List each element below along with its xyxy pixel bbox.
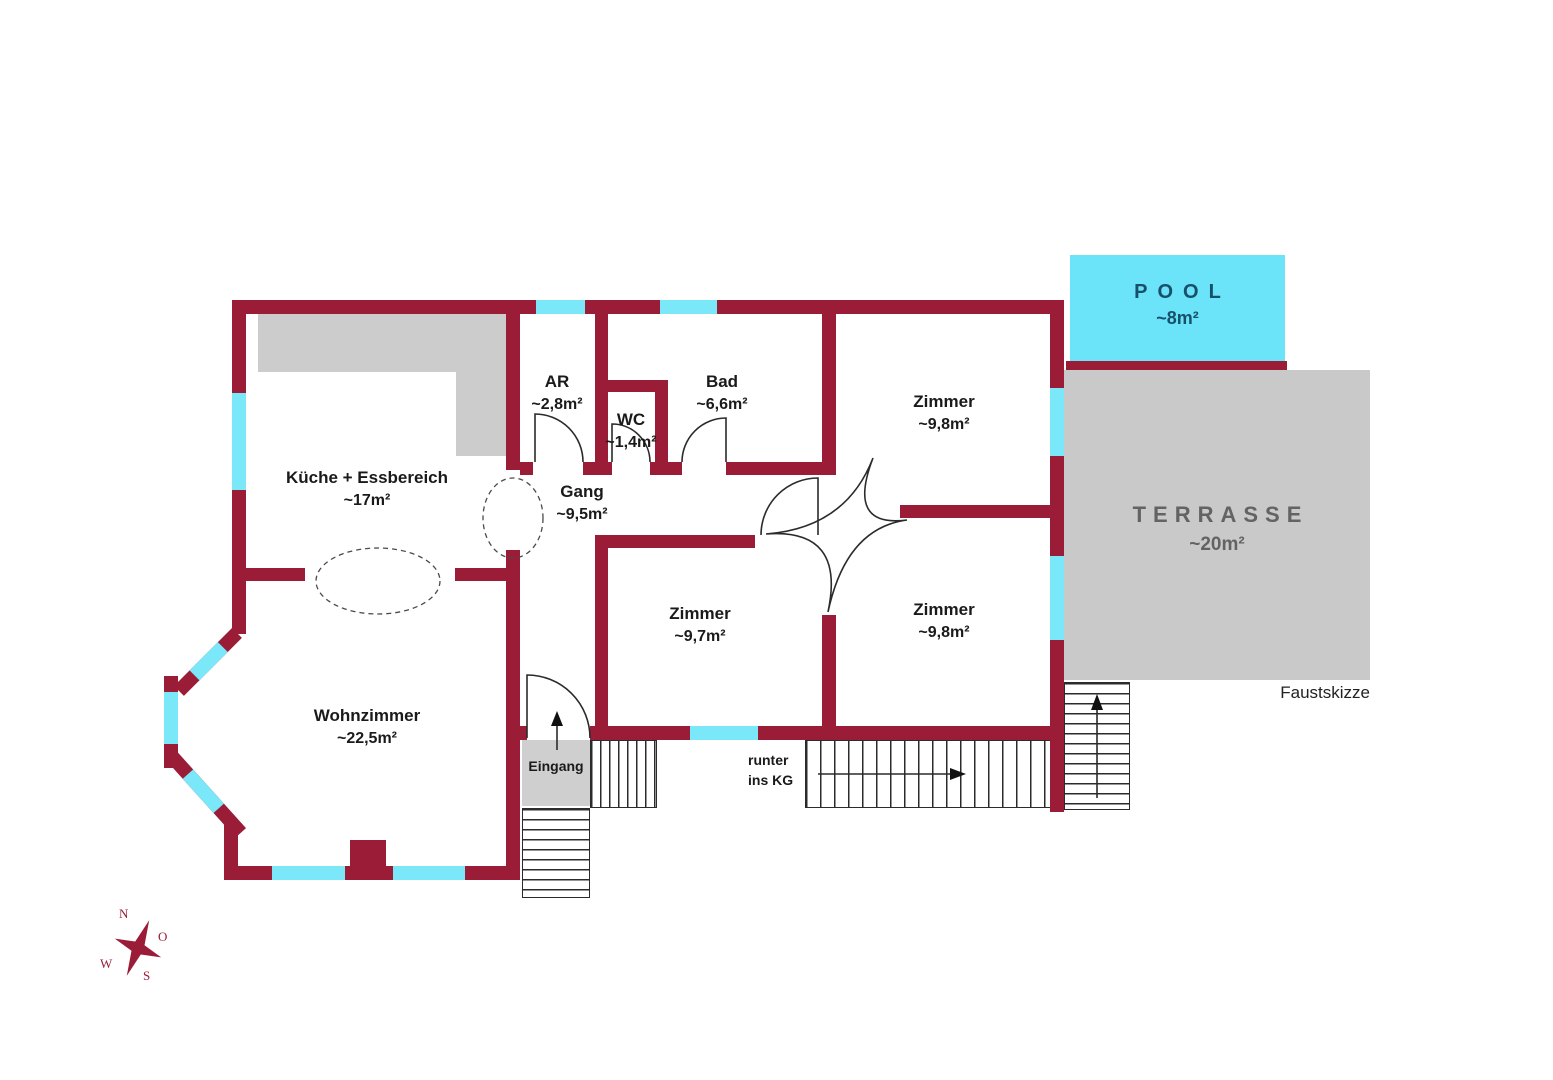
wall-gang-top-a bbox=[520, 462, 533, 475]
window-top-ar bbox=[536, 300, 585, 314]
wall-right-rooms-mid bbox=[900, 505, 1064, 518]
room-name: Bad bbox=[705, 372, 739, 391]
compass-rose-icon bbox=[114, 920, 162, 976]
room-area: ~9,8m² bbox=[918, 416, 970, 433]
basement-label-line2: ins KG bbox=[748, 772, 794, 788]
room-area: ~2,8m² bbox=[531, 396, 583, 413]
basement-label-line1: runter bbox=[748, 752, 789, 768]
room-area: ~1,4m² bbox=[605, 434, 657, 451]
room-label-zimmer-sued: Zimmer ~9,8m² bbox=[869, 600, 1019, 642]
basement-label: runter ins KG bbox=[748, 750, 793, 790]
wall-bottom-right-wing bbox=[836, 726, 1064, 740]
entrance-stairs bbox=[590, 740, 657, 808]
window-bay-diagonal-lower bbox=[182, 769, 224, 813]
wall-wc-east bbox=[655, 392, 668, 462]
compass-south-label: S bbox=[143, 968, 151, 983]
ar-door-arc bbox=[534, 413, 584, 463]
entrance-arrow-head bbox=[551, 711, 563, 726]
room-label-ar: AR ~2,8m² bbox=[519, 372, 595, 414]
wall-top bbox=[232, 300, 1064, 314]
window-bay-west bbox=[164, 692, 178, 744]
room-area: ~9,7m² bbox=[674, 628, 726, 645]
room-label-zimmer-mitte: Zimmer ~9,7m² bbox=[625, 604, 775, 646]
room-label-wohnzimmer: Wohnzimmer ~22,5m² bbox=[237, 706, 497, 748]
wall-divider-west-lower bbox=[506, 550, 520, 880]
living-opening-dashed bbox=[315, 547, 441, 615]
wall-bottom-living bbox=[224, 866, 520, 880]
room-name: Zimmer bbox=[913, 600, 975, 619]
pool-edge-wall bbox=[1066, 361, 1287, 370]
wall-kitchen-living-b bbox=[455, 568, 520, 581]
entrance-door-arc bbox=[526, 674, 591, 739]
entrance-stairs-lower bbox=[522, 808, 590, 898]
room-area: ~17m² bbox=[343, 492, 391, 509]
room-area: ~9,8m² bbox=[918, 624, 970, 641]
room-area: ~22,5m² bbox=[336, 730, 398, 747]
room-label-kueche: Küche + Essbereich ~17m² bbox=[232, 468, 502, 510]
room-label-zimmer-nord: Zimmer ~9,8m² bbox=[869, 392, 1019, 434]
sketch-note: Faustskizze bbox=[1280, 683, 1370, 702]
room-name: Zimmer bbox=[913, 392, 975, 411]
bad-door-arc bbox=[681, 417, 727, 463]
window-top-bad bbox=[660, 300, 717, 314]
compass-west-label: W bbox=[100, 956, 113, 971]
terrace-label: TERRASSE bbox=[1132, 502, 1309, 527]
kitchen-counter-side bbox=[456, 314, 508, 456]
midroom-door-arc bbox=[760, 477, 819, 536]
wall-divider-west-upper bbox=[506, 300, 520, 470]
wall-bay-diagonal-upper bbox=[174, 628, 242, 696]
entrance-porch: Eingang bbox=[522, 740, 590, 806]
window-living-south-b bbox=[393, 866, 465, 880]
pool-area: POOL ~8m² bbox=[1070, 255, 1285, 361]
pool-label: POOL bbox=[1134, 281, 1231, 303]
wall-midroom-west bbox=[595, 548, 608, 726]
chimney bbox=[350, 840, 386, 868]
wall-kitchen-living-a bbox=[246, 568, 305, 581]
terrace-stairs bbox=[1064, 682, 1130, 810]
window-room-north-east bbox=[1050, 388, 1064, 456]
window-bay-diagonal-upper bbox=[189, 642, 228, 681]
window-kitchen-west bbox=[232, 393, 246, 490]
room-area: ~6,6m² bbox=[696, 396, 748, 413]
window-room-mid-south bbox=[690, 726, 758, 740]
wall-bottom-hall-c bbox=[758, 726, 836, 740]
pool-area-value: ~8m² bbox=[1156, 308, 1199, 328]
room-name: AR bbox=[544, 372, 570, 391]
room-name: WC bbox=[616, 410, 646, 429]
double-door-swing-star bbox=[765, 457, 908, 613]
wall-gang-top-c bbox=[650, 462, 682, 475]
room-label-bad: Bad ~6,6m² bbox=[670, 372, 774, 414]
wall-right-rooms-upper bbox=[822, 300, 836, 462]
window-room-south-east bbox=[1050, 556, 1064, 640]
wall-midroom-top bbox=[595, 535, 755, 548]
room-name: Küche + Essbereich bbox=[285, 468, 449, 487]
wall-wc-top bbox=[595, 380, 668, 392]
terrace-area-value: ~20m² bbox=[1189, 534, 1245, 555]
room-name: Gang bbox=[560, 482, 604, 501]
window-living-south-a bbox=[272, 866, 345, 880]
compass-north-label: N bbox=[119, 906, 129, 921]
room-name: Wohnzimmer bbox=[313, 706, 421, 725]
wall-bottom-hall-b bbox=[590, 726, 690, 740]
terrace-area: TERRASSE ~20m² bbox=[1064, 370, 1370, 680]
compass-east-label: O bbox=[158, 929, 168, 944]
room-area: ~9,5m² bbox=[556, 506, 608, 523]
room-label-wc: WC ~1,4m² bbox=[596, 410, 666, 452]
wall-gang-top-d bbox=[726, 462, 836, 475]
entrance-label: Eingang bbox=[528, 758, 584, 774]
wall-bay-connector bbox=[224, 824, 238, 874]
basement-stairs bbox=[805, 740, 1063, 808]
room-name: Zimmer bbox=[669, 604, 731, 623]
wall-gang-top-b bbox=[583, 462, 612, 475]
wall-right-rooms-lower bbox=[822, 615, 836, 726]
room-label-gang: Gang ~9,5m² bbox=[530, 482, 634, 524]
